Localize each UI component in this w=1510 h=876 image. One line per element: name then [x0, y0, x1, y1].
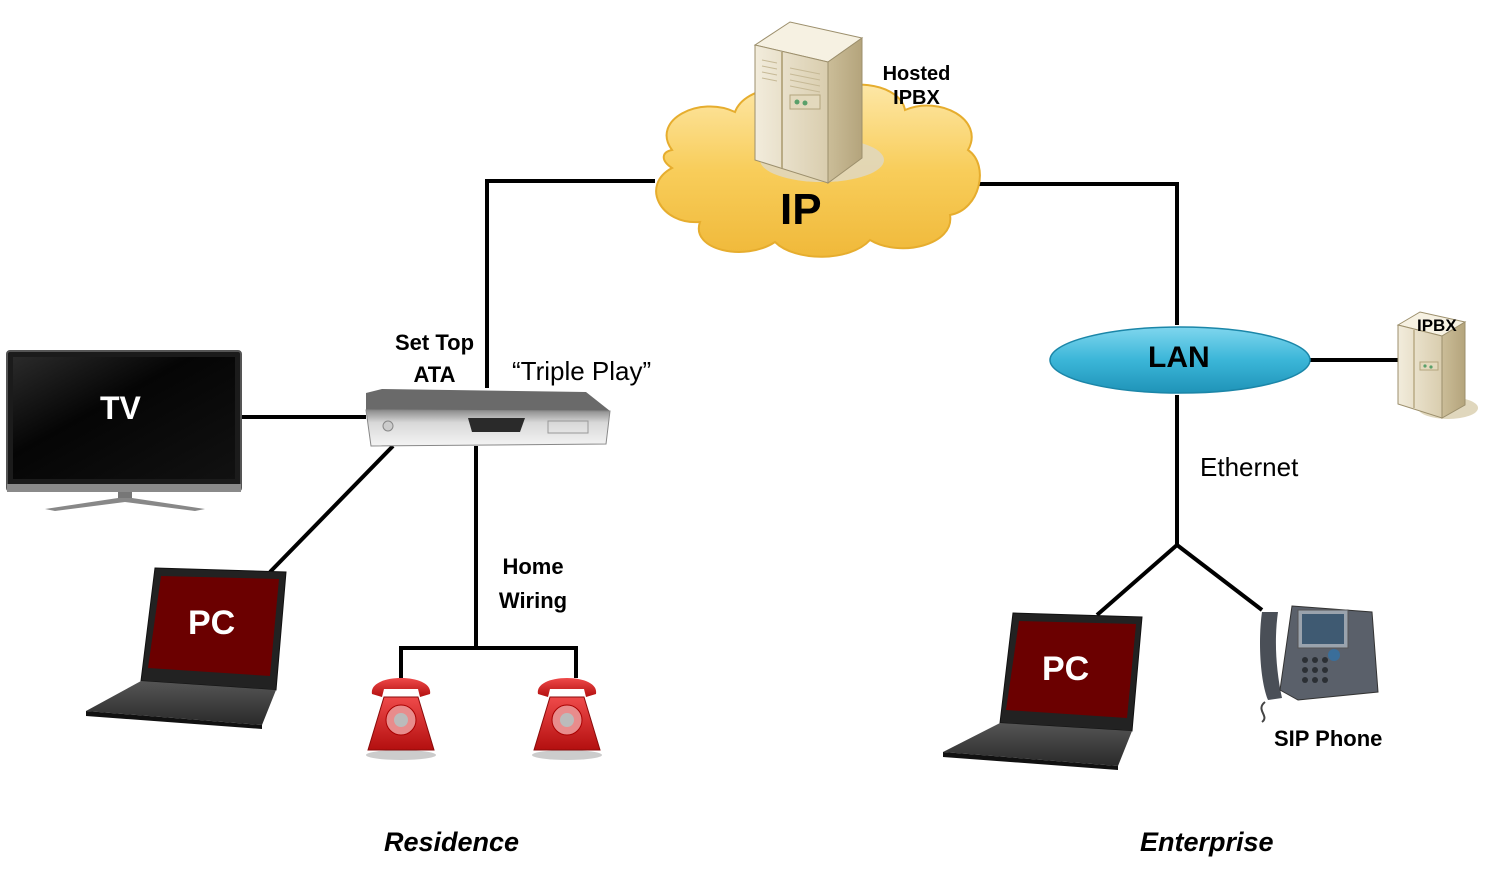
enterprise-pc-label: PC	[1042, 650, 1090, 688]
enterprise-section-label: Enterprise	[1140, 827, 1274, 857]
ethernet-label: Ethernet	[1200, 452, 1299, 482]
set-top-ata-label: Set Top ATA	[387, 327, 482, 391]
residence-pc-label: PC	[188, 604, 236, 642]
line-phone-branch	[399, 646, 578, 678]
red-phone-icon	[366, 678, 436, 760]
hosted-ipbx-label-line2: IPBX	[893, 87, 940, 109]
ip-cloud-label: IP	[780, 185, 822, 234]
residence-laptop-icon	[86, 567, 287, 729]
set-top-label-line1: Set Top	[394, 330, 475, 355]
set-top-box-icon	[365, 389, 611, 447]
line-to-sip-phone	[1175, 543, 1264, 612]
home-wiring-label-line1: Home	[502, 554, 564, 579]
sip-phone-icon	[1260, 605, 1379, 723]
hosted-ipbx-label: Hosted IPBX	[879, 62, 954, 110]
tv-icon	[6, 350, 242, 511]
triple-play-label: “Triple Play”	[512, 356, 652, 386]
residence-section-label: Residence	[384, 827, 520, 857]
enterprise-laptop-icon	[943, 612, 1143, 770]
set-top-label-line2: ATA	[413, 362, 456, 387]
line-to-enterprise-pc	[1095, 543, 1179, 617]
home-wiring-label: Home Wiring	[492, 550, 574, 618]
hosted-ipbx-label-line1: Hosted	[882, 63, 951, 85]
tv-label: TV	[100, 390, 141, 426]
sip-phone-label: SIP Phone	[1274, 726, 1383, 751]
line-ip-to-lan	[972, 182, 1179, 325]
ipbx-server-icon	[1396, 311, 1478, 419]
line-settop-to-pc	[268, 444, 395, 574]
red-phone-icon	[532, 678, 602, 760]
lan-label: LAN	[1148, 341, 1210, 374]
connection-lines	[240, 179, 1400, 678]
hosted-ipbx-server-icon	[753, 21, 884, 184]
lan-ellipse	[1049, 326, 1311, 394]
line-settop-to-ip	[485, 179, 655, 388]
ipbx-label: IPBX	[1417, 316, 1457, 335]
home-wiring-label-line2: Wiring	[498, 588, 568, 613]
